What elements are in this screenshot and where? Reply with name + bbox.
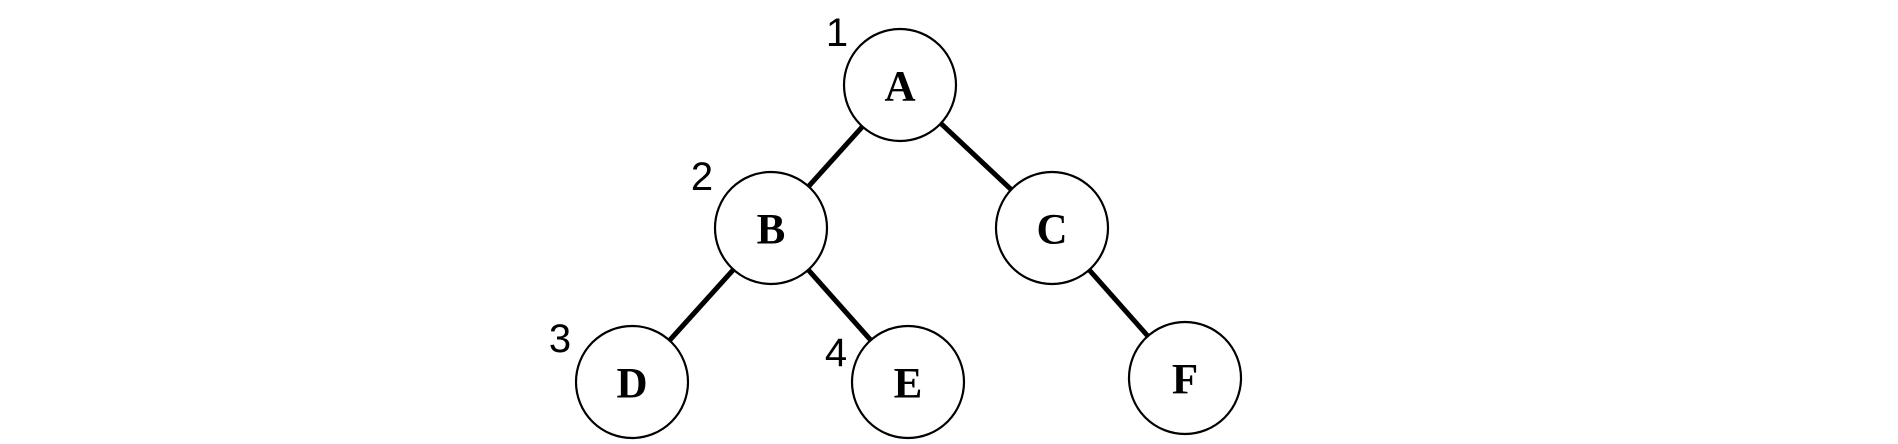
index-labels-group: 1 2 3 4 [549, 11, 848, 375]
node-circle-e[interactable] [850, 324, 966, 440]
node-label-b: B [757, 207, 786, 254]
node-circle-f[interactable] [1127, 320, 1243, 436]
node-e[interactable]: E [850, 324, 966, 440]
node-f[interactable]: F [1127, 320, 1243, 436]
node-c[interactable]: C [994, 170, 1110, 286]
index-label-b: 2 [691, 155, 713, 199]
node-label-e: E [894, 361, 923, 408]
edge-b-e [805, 267, 874, 343]
edge-c-f [1086, 267, 1151, 339]
node-label-c: C [1036, 207, 1067, 254]
node-label-d: D [616, 361, 647, 408]
node-circle-b[interactable] [713, 170, 829, 286]
node-d[interactable]: D [574, 324, 690, 440]
index-label-a: 1 [826, 11, 848, 55]
node-b[interactable]: B [713, 170, 829, 286]
nodes-group: A B C D E F [574, 27, 1243, 440]
node-circle-a[interactable] [842, 27, 958, 143]
index-label-e: 4 [825, 331, 847, 375]
edges-group [666, 120, 1151, 343]
index-label-d: 3 [549, 317, 571, 361]
edge-a-b [805, 124, 866, 189]
node-circle-d[interactable] [574, 324, 690, 440]
edge-b-d [666, 267, 737, 343]
node-label-f: F [1172, 357, 1198, 404]
node-label-a: A [884, 64, 915, 111]
node-circle-c[interactable] [994, 170, 1110, 286]
node-a[interactable]: A [842, 27, 958, 143]
edge-a-c [938, 120, 1014, 193]
